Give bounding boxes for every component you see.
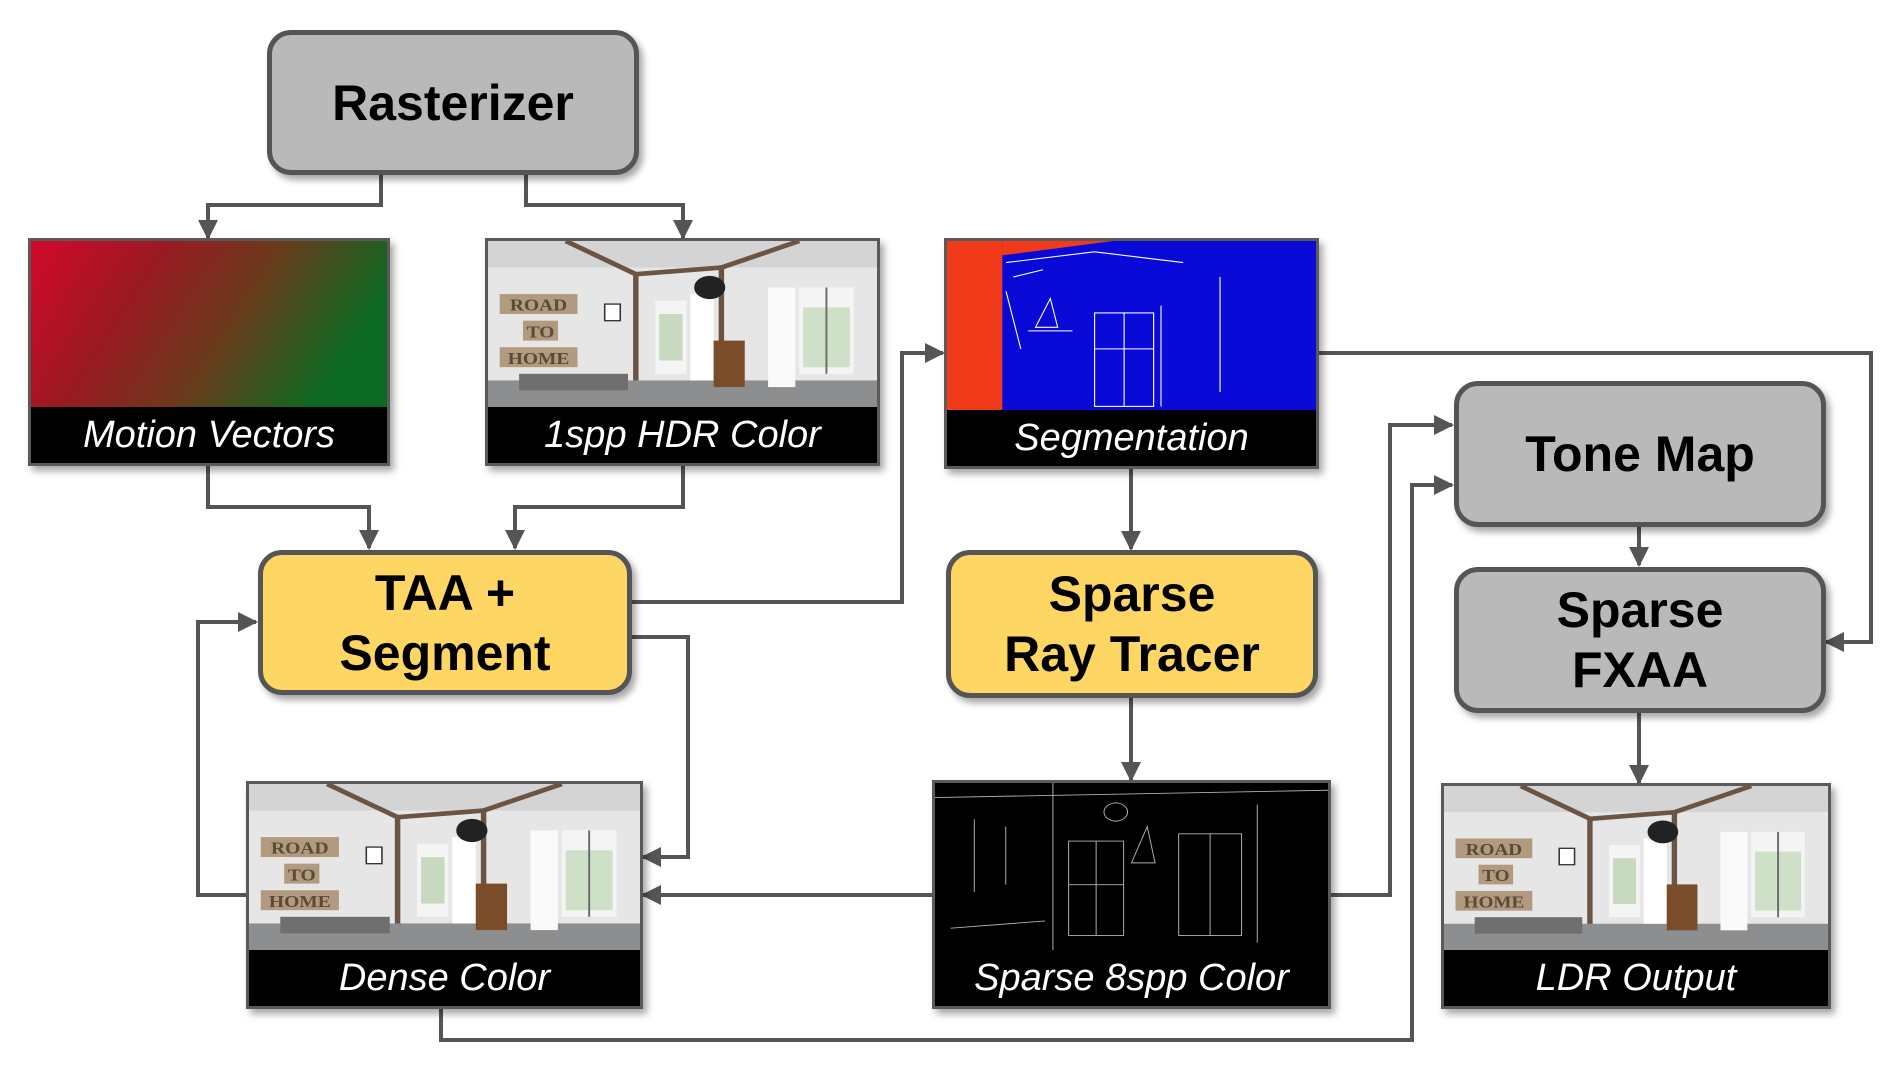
edge-hdr-color-to-taa	[505, 466, 685, 550]
taa-segment-node[interactable]: TAA + Segment	[258, 550, 632, 695]
sparse-ray-tracer-label: Sparse Ray Tracer	[1004, 566, 1260, 682]
edge-sparse-color-to-tone-map	[1331, 415, 1454, 897]
sparse-fxaa-label: Sparse FXAA	[1556, 582, 1724, 698]
edge-dense-color-to-taa	[196, 612, 258, 897]
dense-color-image: ROAD TO HOME	[249, 784, 640, 950]
room-render: ROAD TO HOME	[249, 784, 640, 950]
room-sign-text: HOME	[1464, 893, 1525, 911]
edge-rasterizer-to-motion-vectors	[198, 175, 383, 240]
ldr-output-image: ROAD TO HOME	[1444, 786, 1828, 950]
room-sign-text: ROAD	[1466, 840, 1523, 858]
sparse-color-caption: Sparse 8spp Color	[974, 956, 1289, 999]
edge-taa-to-segmentation	[630, 343, 945, 604]
edge-taa-to-dense-color	[630, 635, 690, 867]
room-sign-text: TO	[1482, 866, 1510, 884]
ldr-output-caption: LDR Output	[1535, 956, 1737, 999]
dense-color-caption: Dense Color	[338, 956, 551, 999]
dense-color-panel[interactable]: ROAD TO HOME Dense Color	[246, 781, 643, 1009]
room-sign-text: HOME	[269, 892, 331, 910]
rasterizer-label: Rasterizer	[332, 74, 574, 131]
rasterizer-node[interactable]: Rasterizer	[267, 30, 639, 175]
segmentation-image	[947, 241, 1316, 410]
edge-segmentation-to-fxaa	[1319, 351, 1873, 652]
room-sign-text: HOME	[508, 349, 570, 367]
room-sign-text: ROAD	[271, 839, 329, 857]
hdr-color-caption: 1spp HDR Color	[544, 413, 821, 456]
ldr-output-panel[interactable]: ROAD TO HOME LDR Output	[1441, 783, 1831, 1009]
sparse-fxaa-node[interactable]: Sparse FXAA	[1454, 567, 1826, 713]
taa-segment-label: TAA + Segment	[339, 564, 551, 681]
motion-vectors-image	[31, 241, 387, 407]
room-sign-text: TO	[288, 866, 316, 884]
room-render: ROAD TO HOME	[488, 241, 877, 407]
tone-map-node[interactable]: Tone Map	[1454, 381, 1826, 527]
room-sign-text: ROAD	[510, 296, 567, 314]
tone-map-label: Tone Map	[1525, 426, 1755, 482]
motion-vectors-panel[interactable]: Motion Vectors	[28, 238, 390, 466]
sparse-ray-tracer-node[interactable]: Sparse Ray Tracer	[946, 550, 1318, 698]
hdr-color-image: ROAD TO HOME	[488, 241, 877, 407]
segmentation-caption: Segmentation	[1014, 416, 1249, 459]
edge-dense-color-to-tone-map	[439, 475, 1454, 1042]
hdr-color-panel[interactable]: ROAD TO HOME 1spp HDR Color	[485, 238, 880, 466]
edge-rasterizer-to-hdr-color	[524, 175, 693, 240]
motion-vectors-caption: Motion Vectors	[82, 413, 336, 456]
sparse-color-panel[interactable]: Sparse 8spp Color	[932, 780, 1331, 1009]
room-sign-text: TO	[527, 323, 555, 341]
room-render: ROAD TO HOME	[1444, 786, 1828, 950]
edge-motion-vectors-to-taa	[206, 466, 379, 550]
segmentation-panel[interactable]: Segmentation	[944, 238, 1319, 469]
sparse-color-image	[935, 783, 1328, 950]
